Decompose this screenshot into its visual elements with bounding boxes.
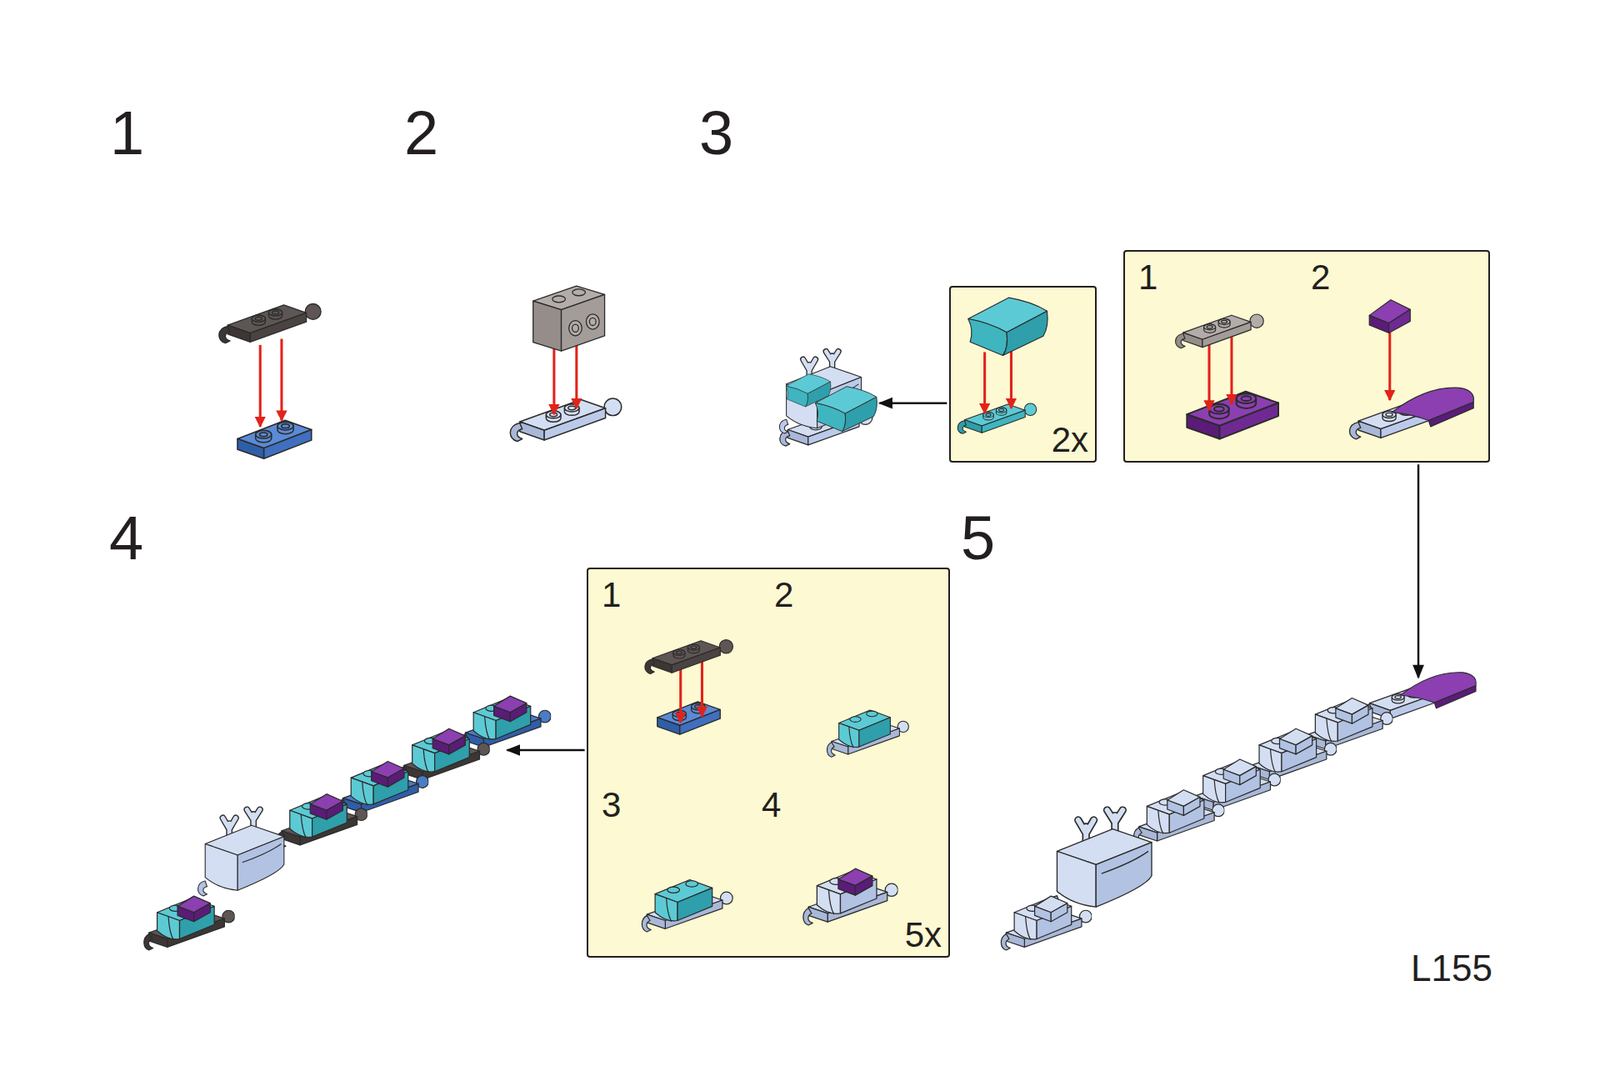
step-number: 5 [960,507,995,570]
quantity-label: 2x [1051,422,1089,458]
callout-parts [957,297,1048,434]
step-one-parts [219,304,321,460]
callout-number: 2 [1310,260,1330,295]
quantity-label: 5x [905,917,942,953]
callout-ground [586,567,950,958]
sub-assembly-arrow [1417,464,1420,678]
callout-box: 1 2 3 4 5x [586,567,950,958]
callout-number: 2 [774,577,794,613]
step-five-model [1000,672,1476,950]
callout-number: 1 [601,577,621,613]
sub-assembly-arrow [880,401,948,404]
callout-parts [641,640,909,932]
step-number: 2 [404,102,439,165]
step-number: 4 [109,507,144,570]
callout-number: 1 [1138,260,1158,295]
step-three-assembly [779,351,877,446]
step-number: 1 [110,102,145,165]
step-number: 3 [699,102,734,165]
callout-number: 3 [601,787,621,823]
page-code: L155 [1410,950,1493,987]
step-four-model [144,695,551,950]
callout-box: 2x [949,285,1097,463]
step-two-parts [510,285,621,441]
callout-number: 4 [761,787,781,823]
callout-box: 12 [1123,250,1490,463]
callout-parts [1175,300,1475,440]
callout-ground [949,285,1098,463]
callout-ground [1123,250,1490,463]
sub-assembly-arrow [507,749,585,751]
